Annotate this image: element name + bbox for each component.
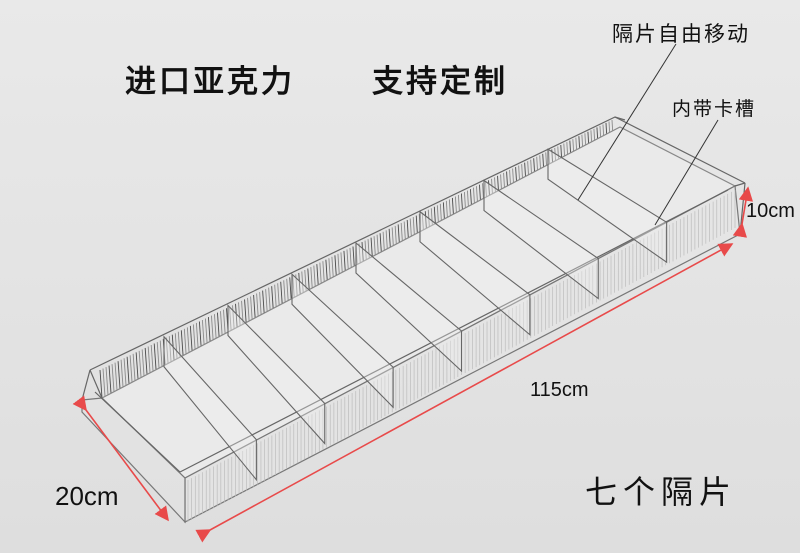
back-slot-line xyxy=(138,350,142,380)
back-slot-line xyxy=(144,347,148,377)
back-slot-line xyxy=(168,336,172,366)
back-slot-line xyxy=(150,344,154,374)
length-arrow xyxy=(195,243,734,543)
back-slot-line xyxy=(135,352,139,381)
back-slot-line xyxy=(129,355,133,384)
back-slot-line xyxy=(177,331,181,361)
dimension-height-label: 10cm xyxy=(746,200,795,222)
callout-movable-dividers: 隔片自由移动 xyxy=(612,22,750,46)
caption-seven-dividers: 七个隔片 xyxy=(585,473,738,511)
back-slot-line xyxy=(153,343,157,373)
callout-leaders xyxy=(577,43,719,226)
back-slot-line xyxy=(174,333,178,363)
back-slot-line xyxy=(108,365,112,394)
callout-built-in-slots: 内带卡槽 xyxy=(672,98,757,120)
back-slot-line xyxy=(165,337,169,367)
back-slot-line xyxy=(105,367,109,396)
back-slot-line xyxy=(156,342,160,371)
back-slot-line xyxy=(141,349,145,378)
back-slot-line xyxy=(186,327,190,357)
height-arrow xyxy=(732,186,753,238)
back-slot-line xyxy=(126,356,130,386)
back-slot-line xyxy=(189,325,193,355)
back-slot-line xyxy=(117,361,121,390)
back-slot-line xyxy=(180,330,184,360)
dimension-arrows xyxy=(72,186,753,543)
width-arrow xyxy=(72,395,169,522)
back-slot-line xyxy=(183,328,187,358)
dimension-width-label: 20cm xyxy=(55,481,119,511)
back-slot-line xyxy=(123,358,127,387)
dimension-length-label: 115cm xyxy=(530,379,589,401)
headline-imported-acrylic: 进口亚克力 xyxy=(125,64,295,100)
back-slot-line xyxy=(159,340,163,370)
back-slot-line xyxy=(171,334,175,364)
back-slot-line xyxy=(120,359,124,388)
headline-custom-support: 支持定制 xyxy=(372,64,508,100)
back-slot-line xyxy=(102,368,106,397)
back-slot-line xyxy=(147,346,151,376)
back-slot-line xyxy=(132,353,136,383)
back-slot-line xyxy=(114,362,118,391)
back-slot-line xyxy=(111,364,115,393)
back-slot-line xyxy=(99,369,103,399)
